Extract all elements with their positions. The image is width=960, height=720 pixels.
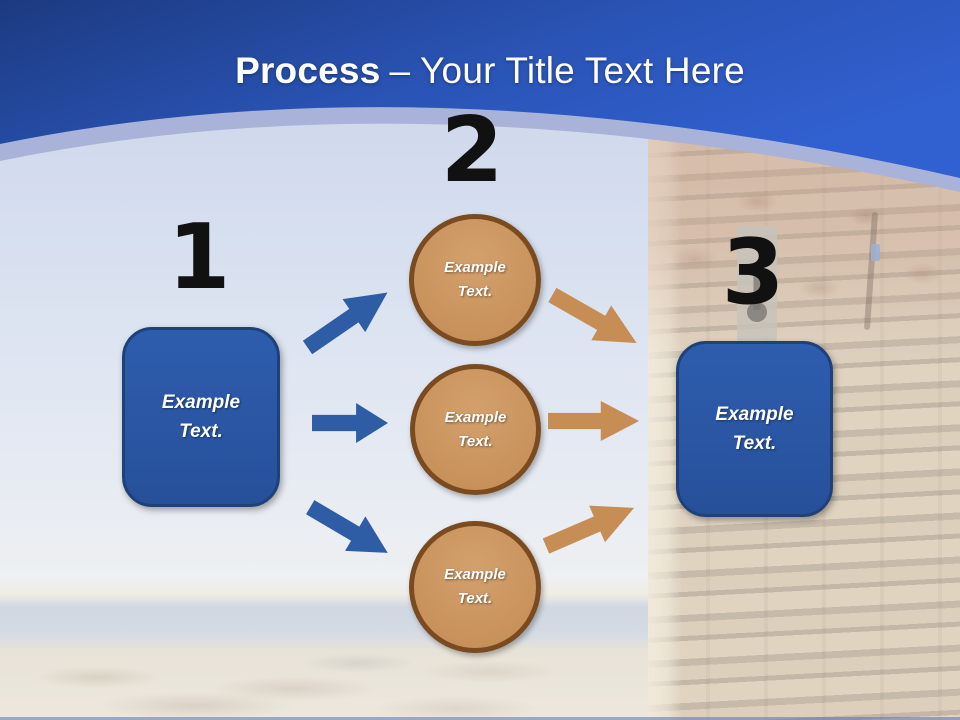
step-3-number: 3 (721, 220, 785, 325)
person-on-wall (871, 244, 880, 261)
title-emphasis: Process (235, 50, 381, 91)
keyhole-arrow-slit (737, 226, 777, 342)
arrow-right-icon (548, 401, 639, 441)
step-1-number: 1 (167, 205, 231, 310)
step-2-circle-bottom: Example Text. (409, 521, 541, 653)
step-2-circle-top: Example Text. (409, 214, 541, 346)
step-3-box-label: Example Text. (715, 403, 794, 454)
step-2-circle-bottom-label: Example Text. (444, 566, 506, 607)
arrow-down-right-icon (548, 287, 637, 344)
arrow-up-right-icon (302, 292, 388, 355)
step-1-box: Example Text. (122, 327, 280, 507)
step-1-box-label: Example Text. (161, 391, 241, 442)
step-2-circle-top-label: Example Text. (444, 259, 506, 300)
header-curve (0, 0, 960, 192)
arrow-down-right-icon (306, 500, 388, 553)
title-rest: – Your Title Text Here (389, 50, 745, 91)
page-title: Process– Your Title Text Here (10, 50, 960, 92)
step-2-circle-middle-label: Example Text. (444, 408, 507, 450)
bottom-accent-line (0, 717, 960, 720)
step-2-circle-middle: Example Text. (410, 364, 541, 495)
arrow-up-right-icon (542, 505, 635, 554)
arrow-right-icon (312, 403, 388, 443)
step-2-number: 2 (440, 98, 504, 203)
aerial-landscape-background (0, 578, 652, 720)
step-3-box: Example Text. (676, 341, 833, 517)
